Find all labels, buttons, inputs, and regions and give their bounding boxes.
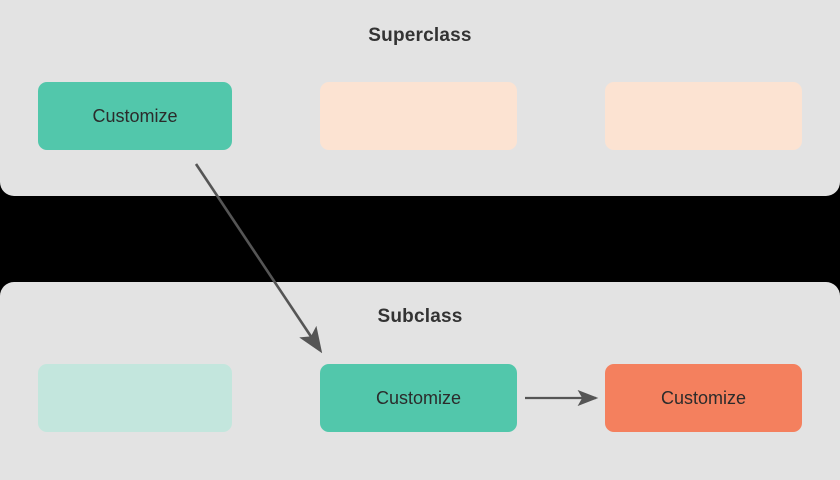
node-subclass-override[interactable]: Customize bbox=[605, 364, 802, 432]
node-subclass-customize[interactable]: Customize bbox=[320, 364, 517, 432]
node-subclass-slot-1[interactable] bbox=[38, 364, 232, 432]
node-superclass-customize-label: Customize bbox=[92, 106, 178, 126]
subclass-panel: Subclass Customize Customize bbox=[0, 282, 840, 480]
node-superclass-slot-1[interactable] bbox=[320, 82, 517, 150]
superclass-panel: Superclass Customize bbox=[0, 0, 840, 196]
subclass-title: Subclass bbox=[377, 306, 463, 327]
node-subclass-customize-label: Customize bbox=[375, 388, 462, 408]
node-superclass-customize[interactable]: Customize bbox=[38, 82, 232, 150]
node-superclass-slot-2[interactable] bbox=[605, 82, 802, 150]
node-subclass-override-label: Customize bbox=[660, 388, 747, 408]
superclass-title: Superclass bbox=[368, 25, 472, 46]
